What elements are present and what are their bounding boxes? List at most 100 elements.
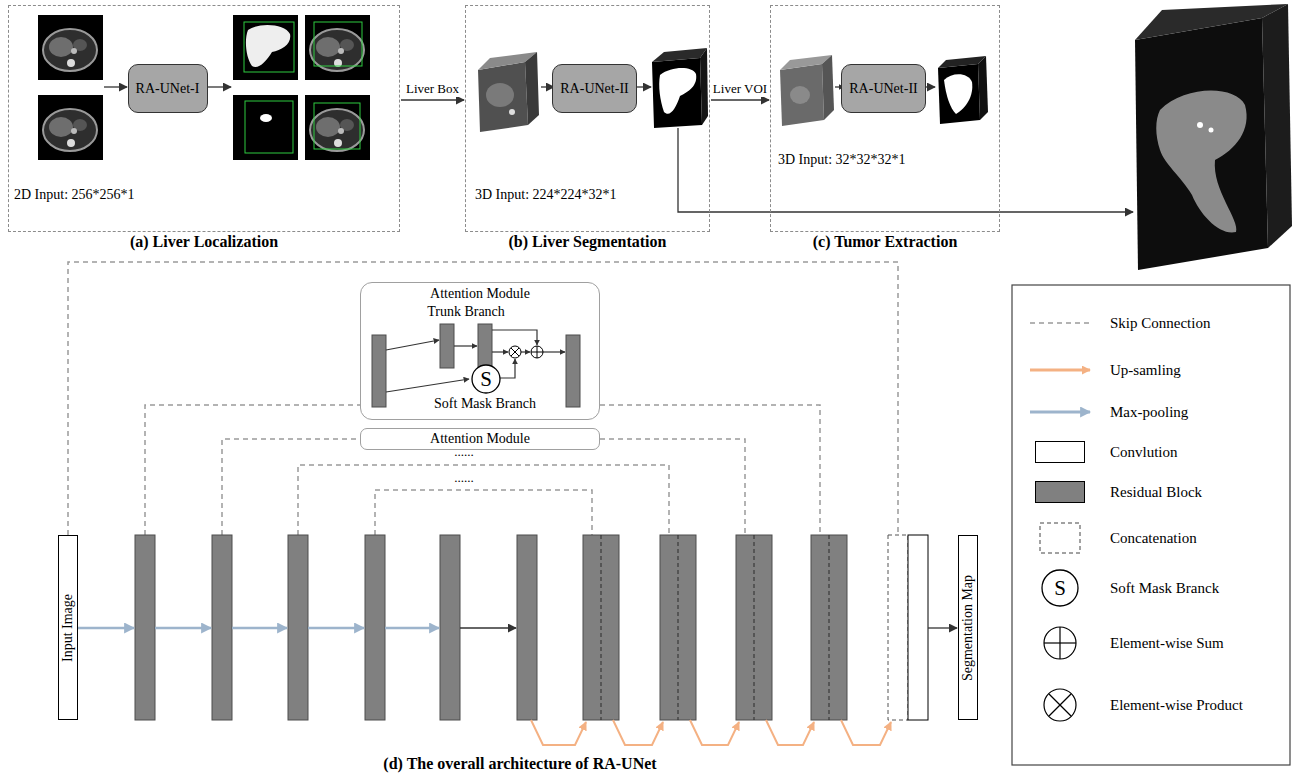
legend-product-sample <box>1044 689 1076 721</box>
concat-residual-block <box>811 535 847 720</box>
sum-symbol <box>537 346 538 358</box>
legend-sum-sample <box>1044 627 1076 659</box>
liver-mask-output <box>246 25 290 67</box>
concat-conv-block <box>908 535 928 720</box>
up-sampling-arrow <box>766 720 814 745</box>
concat-conv-block <box>888 535 908 720</box>
network-box: RA-UNet-II <box>552 64 637 113</box>
edge-label-patch: Liver Box <box>404 81 461 97</box>
residual-block <box>365 535 385 720</box>
legend-row: Convlution <box>1110 444 1178 461</box>
product-symbol <box>511 348 519 356</box>
node-text: Segmentation Map <box>960 574 976 680</box>
liver-voi-input <box>780 64 824 126</box>
legend-row: Soft Mask Branck <box>1110 580 1219 597</box>
boxed-ct-output <box>314 103 360 149</box>
stage-panel: (c) Tumor ExtractionRA-UNet-II <box>770 5 1000 232</box>
tumor-volume-output <box>944 74 972 114</box>
label-holder: 3D Input: 32*32*32*1 <box>778 152 906 168</box>
attention-flow <box>543 351 565 352</box>
liver-volume-output <box>652 48 708 128</box>
ct-input-slice <box>38 95 103 160</box>
up-sampling-arrow <box>613 720 663 745</box>
tumor-volume-output <box>938 56 988 124</box>
flow-arrow <box>401 99 464 100</box>
label-holder: S <box>1054 576 1066 601</box>
attention-flow <box>386 340 439 350</box>
annotation-label: 2D Input: 256*256*1 <box>14 187 135 203</box>
attention-residual-block <box>566 335 580 407</box>
liver-mask-output <box>233 15 298 80</box>
skip-connection <box>145 405 360 535</box>
edge-label: Liver Box <box>406 81 459 97</box>
annotation-label: 3D Input: 32*32*32*1 <box>778 152 906 168</box>
flow-arrow <box>928 627 957 628</box>
sum-symbol <box>531 346 543 358</box>
network-box: RA-UNet-II <box>841 64 926 113</box>
ct-volume-input <box>525 52 539 125</box>
label-holder: Trunk Branch <box>427 304 505 320</box>
segmentation-volume <box>1135 18 1268 270</box>
boxed-ct-output <box>314 22 362 66</box>
legend-frame <box>1012 285 1290 765</box>
legend-product-sample <box>1049 694 1071 716</box>
label-holder: 3D Input: 224*224*32*1 <box>475 187 617 203</box>
legend-text: Up-samling <box>1110 362 1181 379</box>
label-holder: ...... <box>454 444 474 460</box>
annotation-label: S <box>1054 576 1066 601</box>
skip-connection <box>600 439 745 535</box>
legend-text: Element-wise Sum <box>1110 635 1224 652</box>
concat-residual-block <box>829 535 830 720</box>
liver-volume-output <box>659 68 696 114</box>
edge-label-patch: Liver VOI <box>711 81 769 97</box>
residual-block <box>440 535 460 720</box>
liver-volume-output <box>652 58 702 128</box>
tumor-mask-output <box>260 114 272 122</box>
max-pooling-arrow <box>232 627 287 630</box>
concat-residual-block <box>736 535 772 720</box>
up-sampling-arrow <box>841 720 891 745</box>
annotation-label: Soft Mask Branch <box>434 396 536 412</box>
tumor-mask-output <box>233 95 298 160</box>
node-text: S <box>480 367 492 392</box>
node-text: RA-UNet-II <box>849 81 917 97</box>
attention-residual-block <box>372 335 386 407</box>
max-pooling-arrow <box>78 627 134 630</box>
legend-row: Residual Block <box>1110 484 1202 501</box>
boxed-ct-output <box>305 15 370 80</box>
flow-arrow <box>460 627 957 628</box>
concat-residual-block <box>583 535 619 720</box>
annotation-label: Trunk Branch <box>427 304 505 320</box>
max-pooling-arrow <box>385 627 439 630</box>
concat-residual-block <box>678 535 679 720</box>
legend-row: Element-wise Product <box>1110 697 1243 714</box>
annotation-label: ...... <box>454 444 474 460</box>
concat-conv-block <box>888 535 928 720</box>
skip-connection <box>600 405 820 535</box>
ct-input-slice <box>38 15 103 160</box>
legend-skip-sample <box>1030 322 1090 324</box>
legend-row: Element-wise Sum <box>1110 635 1224 652</box>
legend-text: Skip Connection <box>1110 315 1210 332</box>
skip-connection <box>68 262 898 535</box>
residual-block <box>135 535 155 720</box>
attention-flow <box>386 330 565 392</box>
tumor-volume-output <box>938 64 980 124</box>
label-holder: Soft Mask Branch <box>434 396 536 412</box>
legend-text: Max-pooling <box>1110 404 1188 421</box>
ct-volume-input <box>478 52 539 132</box>
attention-flow <box>492 351 508 352</box>
attention-flow <box>521 351 530 352</box>
tumor-mask-output <box>245 101 293 153</box>
residual-block <box>517 535 537 720</box>
attention-residual-block <box>372 324 580 407</box>
flow-arrow <box>206 86 231 87</box>
ct-volume-input <box>478 62 528 132</box>
circle-outline <box>472 365 500 393</box>
node-text: Attention Module <box>430 431 530 447</box>
legend-upsampling-sample <box>1030 369 1090 372</box>
attention-flow <box>454 345 477 346</box>
boxed-ct-output <box>305 15 370 160</box>
product-symbol <box>509 346 521 358</box>
